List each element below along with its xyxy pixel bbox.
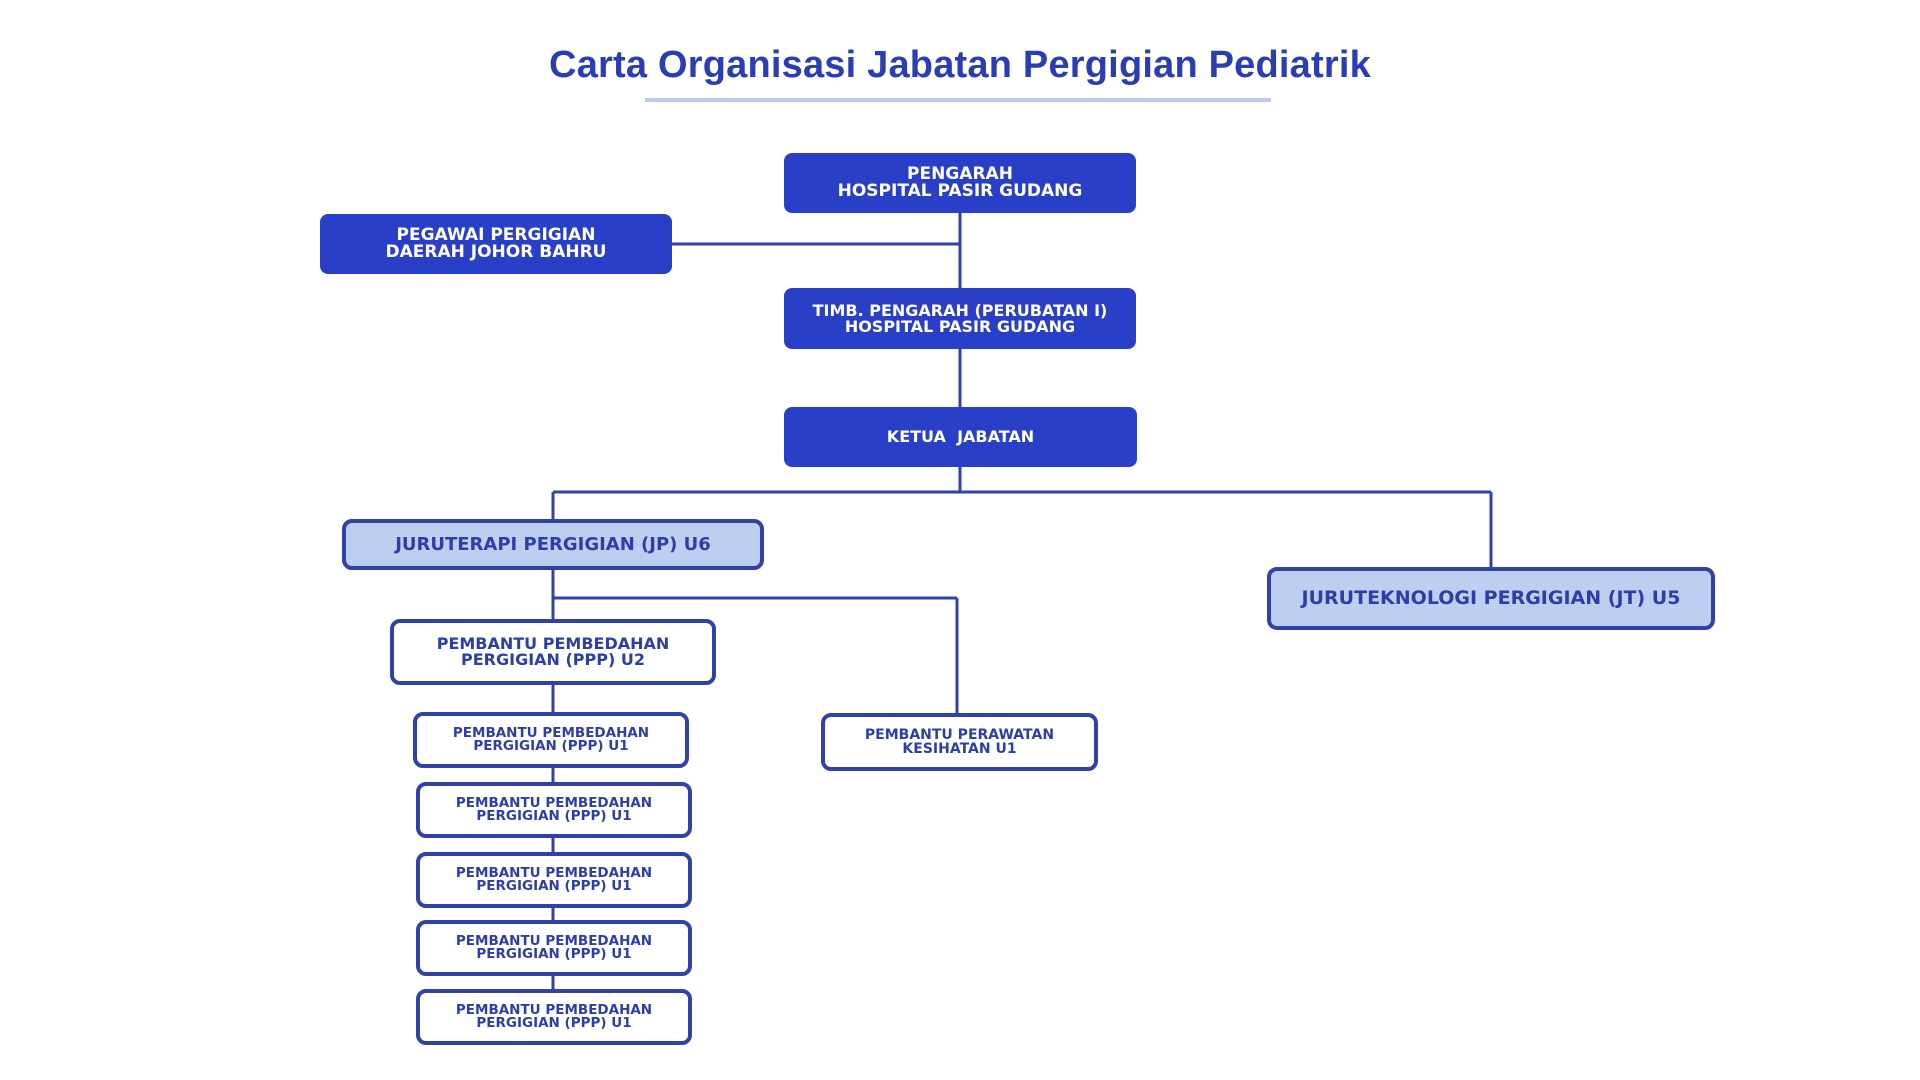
node-juruteknologi-pergigian: JURUTEKNOLOGI PERGIGIAN (JT) U5 — [1267, 567, 1715, 630]
chart-title: Carta Organisasi Jabatan Pergigian Pedia… — [549, 44, 1371, 86]
node-pegawai-pergigian-daerah: PEGAWAI PERGIGIAN DAERAH JOHOR BAHRU — [320, 214, 672, 274]
node-ppp-u1: PEMBANTU PEMBEDAHAN PERGIGIAN (PPP) U1 — [413, 712, 689, 768]
node-pengarah: PENGARAH HOSPITAL PASIR GUDANG — [784, 153, 1136, 213]
node-timb-pengarah: TIMB. PENGARAH (PERUBATAN I) HOSPITAL PA… — [784, 288, 1136, 349]
node-ppp-u1: PEMBANTU PEMBEDAHAN PERGIGIAN (PPP) U1 — [416, 782, 692, 838]
title-underline — [645, 98, 1271, 102]
node-ketua-jabatan: KETUA JABATAN — [784, 407, 1137, 467]
node-ppp-u1: PEMBANTU PEMBEDAHAN PERGIGIAN (PPP) U1 — [416, 852, 692, 908]
node-ppp-u1: PEMBANTU PEMBEDAHAN PERGIGIAN (PPP) U1 — [416, 920, 692, 976]
node-ppk-u1: PEMBANTU PERAWATAN KESIHATAN U1 — [821, 713, 1098, 771]
node-juruterapi-pergigian: JURUTERAPI PERGIGIAN (JP) U6 — [342, 519, 764, 570]
node-ppp-u1: PEMBANTU PEMBEDAHAN PERGIGIAN (PPP) U1 — [416, 989, 692, 1045]
node-ppp-u2: PEMBANTU PEMBEDAHAN PERGIGIAN (PPP) U2 — [390, 619, 716, 685]
